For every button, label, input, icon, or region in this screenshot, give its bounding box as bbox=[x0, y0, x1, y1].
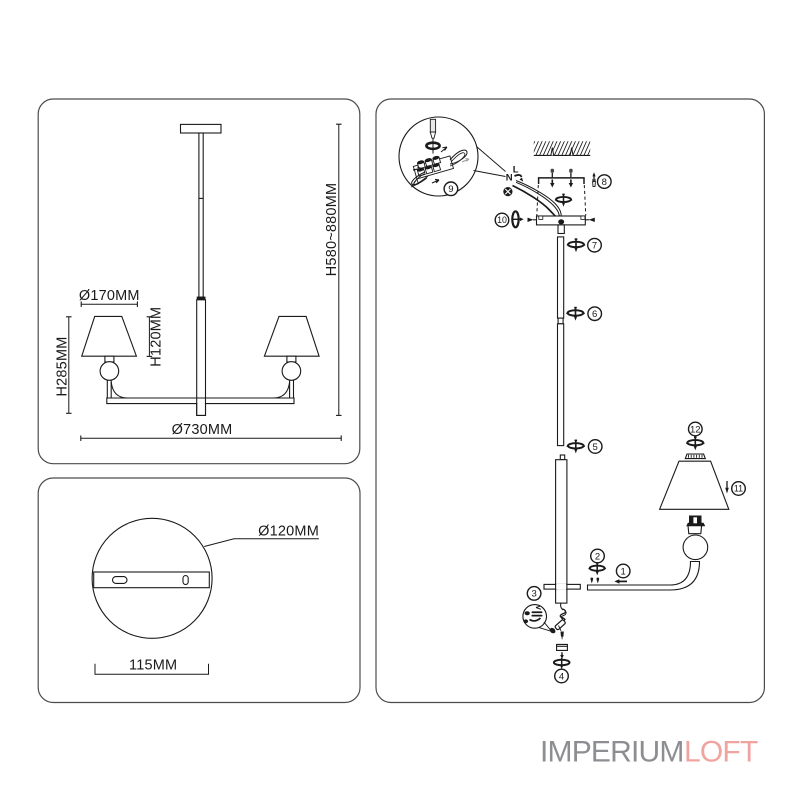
svg-text:Ø730MM: Ø730MM bbox=[172, 422, 233, 438]
svg-text:Ø170MM: Ø170MM bbox=[79, 288, 140, 304]
svg-text:1: 1 bbox=[621, 566, 626, 577]
svg-text:9: 9 bbox=[448, 184, 453, 195]
svg-text:IMPERIUM: IMPERIUM bbox=[540, 736, 684, 769]
svg-text:7: 7 bbox=[592, 241, 597, 252]
svg-text:8: 8 bbox=[602, 177, 607, 188]
svg-text:LOFT: LOFT bbox=[684, 736, 758, 769]
svg-text:4: 4 bbox=[559, 671, 564, 682]
svg-text:115MM: 115MM bbox=[129, 658, 177, 674]
svg-text:L: L bbox=[513, 165, 519, 176]
svg-text:Ø120MM: Ø120MM bbox=[258, 524, 319, 540]
svg-text:12: 12 bbox=[690, 424, 701, 435]
svg-text:H580~880MM: H580~880MM bbox=[324, 183, 340, 276]
svg-text:N: N bbox=[506, 173, 513, 184]
svg-text:H285MM: H285MM bbox=[55, 336, 71, 396]
svg-text:5: 5 bbox=[593, 442, 598, 453]
svg-text:2: 2 bbox=[595, 551, 600, 562]
svg-text:H120MM: H120MM bbox=[149, 307, 165, 367]
svg-text:11: 11 bbox=[734, 484, 743, 494]
svg-text:3: 3 bbox=[531, 589, 536, 600]
svg-text:10: 10 bbox=[497, 215, 507, 225]
svg-text:6: 6 bbox=[592, 309, 597, 320]
